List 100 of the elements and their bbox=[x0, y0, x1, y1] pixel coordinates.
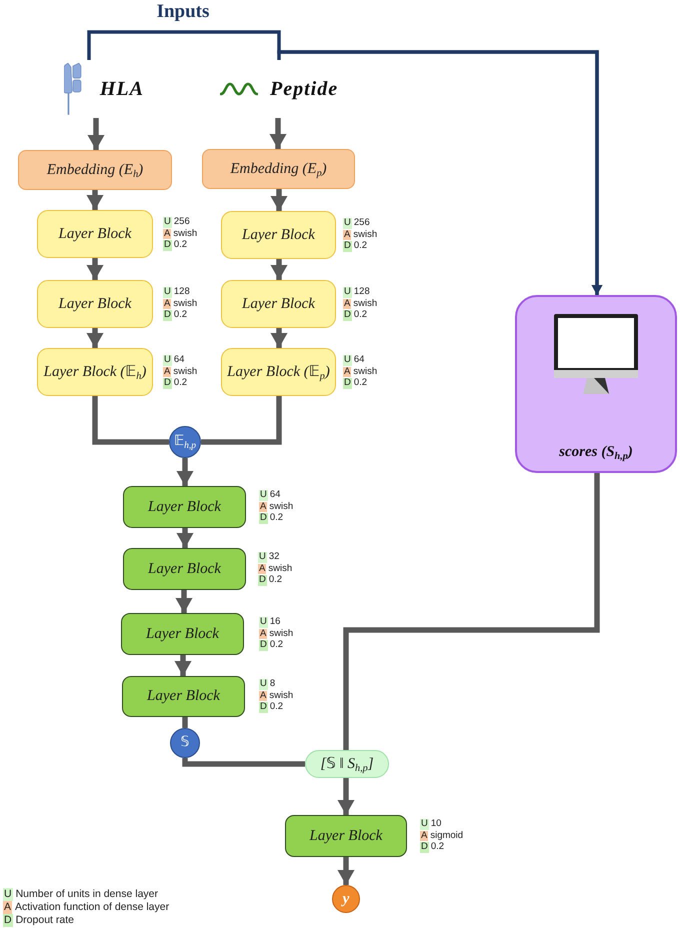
layer-block: Layer Block (𝔼$_{p}$) bbox=[221, 348, 336, 396]
param-key: U bbox=[259, 679, 268, 690]
param-key: D bbox=[343, 378, 352, 388]
concat-pill: [𝕊 ‖ S$_{h,p}$] bbox=[305, 750, 389, 778]
param-value: 256 bbox=[174, 217, 190, 228]
input-label: Peptide bbox=[270, 78, 338, 100]
connector-line bbox=[182, 758, 305, 767]
vector-circle: 𝔼$_{h,p}$ bbox=[169, 426, 201, 458]
layer-block: Layer Block bbox=[123, 548, 246, 590]
param-value: swish bbox=[173, 298, 198, 309]
param-value: swish bbox=[269, 690, 294, 701]
arrow bbox=[176, 458, 194, 486]
param-key: U bbox=[163, 217, 172, 228]
arrow bbox=[270, 118, 286, 149]
param-value: 0.2 bbox=[270, 702, 284, 712]
param-key: D bbox=[163, 240, 172, 250]
param-key: D bbox=[420, 842, 429, 852]
param-key: D bbox=[343, 310, 352, 320]
param-key: A bbox=[163, 228, 172, 239]
param-value: swish bbox=[173, 366, 198, 377]
param-value: 0.2 bbox=[268, 575, 282, 586]
layer-block: Layer Block bbox=[37, 210, 153, 258]
param-value: 256 bbox=[354, 218, 370, 228]
arrow bbox=[270, 259, 288, 280]
layer-block: Layer Block bbox=[122, 676, 245, 717]
param-value: 0.2 bbox=[354, 310, 368, 320]
param-key: A bbox=[259, 502, 268, 512]
legend-text: Dropout rate bbox=[16, 914, 74, 927]
embedding-box: Embedding (E$_{p}$) bbox=[202, 149, 355, 189]
param-value: 0.2 bbox=[354, 378, 368, 388]
param-key: D bbox=[163, 310, 172, 320]
arrow bbox=[88, 118, 104, 150]
legend-text: Activation function of dense layer bbox=[15, 901, 170, 914]
param-value: 10 bbox=[430, 819, 442, 830]
connector-line bbox=[92, 396, 169, 445]
param-value: swish bbox=[353, 230, 378, 240]
layer-block: Layer Block bbox=[285, 815, 407, 857]
arrow bbox=[338, 778, 354, 815]
arrow bbox=[174, 655, 192, 676]
diagram-title: Inputs bbox=[156, 1, 210, 23]
param-value: 0.2 bbox=[270, 640, 284, 650]
param-value: swish bbox=[353, 298, 378, 309]
param-key: A bbox=[259, 690, 268, 701]
param-key: A bbox=[343, 298, 352, 309]
arrow bbox=[338, 857, 354, 885]
param-value: 128 bbox=[174, 287, 190, 298]
param-value: 32 bbox=[268, 552, 280, 562]
param-value: swish bbox=[269, 628, 294, 639]
legend-key: D bbox=[3, 914, 13, 927]
layer-block: Layer Block bbox=[121, 613, 244, 655]
param-key: D bbox=[343, 241, 352, 252]
panel-label: scores (S$_{h,p}$) bbox=[559, 444, 633, 461]
param-key: U bbox=[259, 617, 268, 628]
arrow bbox=[270, 328, 288, 348]
param-key: A bbox=[258, 564, 266, 574]
layer-block: Layer Block bbox=[37, 280, 153, 328]
param-value: swish bbox=[268, 564, 292, 574]
param-key: A bbox=[420, 830, 428, 841]
param-value: swish bbox=[269, 502, 294, 512]
param-key: A bbox=[259, 628, 268, 639]
param-key: D bbox=[163, 378, 172, 388]
param-key: D bbox=[259, 513, 268, 524]
param-value: 64 bbox=[354, 355, 364, 366]
param-key: U bbox=[163, 287, 172, 298]
param-value: 16 bbox=[270, 617, 280, 628]
param-key: D bbox=[259, 640, 268, 650]
connector-line bbox=[343, 473, 600, 750]
param-value: swish bbox=[353, 366, 378, 377]
param-key: A bbox=[343, 366, 352, 377]
layer-block: Layer Block (𝔼$_{h}$) bbox=[37, 348, 153, 396]
param-value: 8 bbox=[270, 679, 276, 690]
param-key: U bbox=[343, 218, 352, 228]
param-key: A bbox=[343, 230, 352, 240]
param-key: U bbox=[343, 287, 352, 298]
param-key: A bbox=[163, 366, 172, 377]
connector-line bbox=[182, 717, 188, 728]
input-label: HLA bbox=[100, 78, 144, 100]
param-key: D bbox=[259, 702, 268, 712]
param-value: 0.2 bbox=[354, 241, 368, 252]
legend-text: Number of units in dense layer bbox=[16, 888, 158, 901]
param-key: U bbox=[343, 355, 352, 366]
param-value: 64 bbox=[270, 490, 280, 500]
param-value: 0.2 bbox=[430, 842, 444, 852]
layer-block: Layer Block bbox=[123, 486, 246, 528]
param-value: 0.2 bbox=[174, 378, 188, 388]
score-panel bbox=[515, 295, 677, 473]
arrow bbox=[86, 328, 104, 348]
layer-block: Layer Block bbox=[221, 280, 336, 328]
param-value: 64 bbox=[174, 355, 184, 366]
param-key: D bbox=[258, 575, 267, 586]
legend-key: A bbox=[3, 901, 12, 914]
param-key: U bbox=[259, 490, 268, 500]
arrow bbox=[86, 190, 104, 210]
output-circle: y bbox=[332, 885, 360, 913]
param-value: 0.2 bbox=[174, 240, 188, 250]
param-value: sigmoid bbox=[430, 830, 464, 841]
param-key: A bbox=[163, 298, 172, 309]
connector-line bbox=[201, 396, 282, 445]
param-key: U bbox=[420, 819, 429, 830]
legend-key: U bbox=[3, 888, 13, 901]
